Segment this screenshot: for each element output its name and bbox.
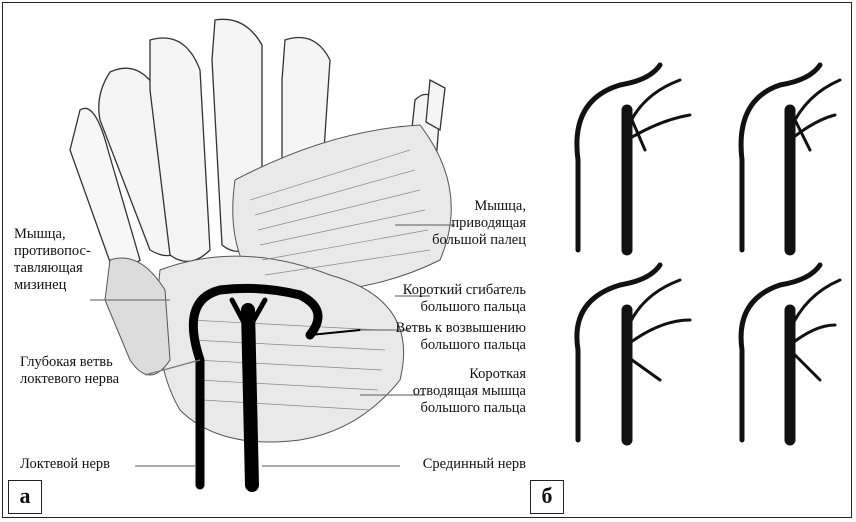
nerve-variant-3	[577, 265, 690, 440]
nerve-variant-2	[741, 65, 840, 250]
panel-label-b: б	[530, 480, 564, 514]
label-deep-ulnar-branch: Глубокая ветвь локтевого нерва	[20, 354, 119, 388]
label-abductor-pollicis-brevis: Короткая отводящая мышца большого пальца	[413, 366, 526, 417]
label-adductor-pollicis: Мышца, приводящая большой палец	[432, 198, 526, 249]
nerve-variant-4	[741, 265, 840, 440]
label-ulnar-nerve: Локтевой нерв	[20, 456, 110, 473]
panel-label-a: а	[8, 480, 42, 514]
label-flexor-pollicis-brevis: Короткий сгибатель большого пальца	[403, 282, 526, 316]
label-opponens-digiti-minimi: Мышца, противопос- тавляющая мизинец	[14, 226, 91, 294]
label-median-nerve: Срединный нерв	[423, 456, 526, 473]
label-thenar-branch: Ветвь к возвышению большого пальца	[396, 320, 526, 354]
nerve-variant-1	[577, 65, 690, 250]
